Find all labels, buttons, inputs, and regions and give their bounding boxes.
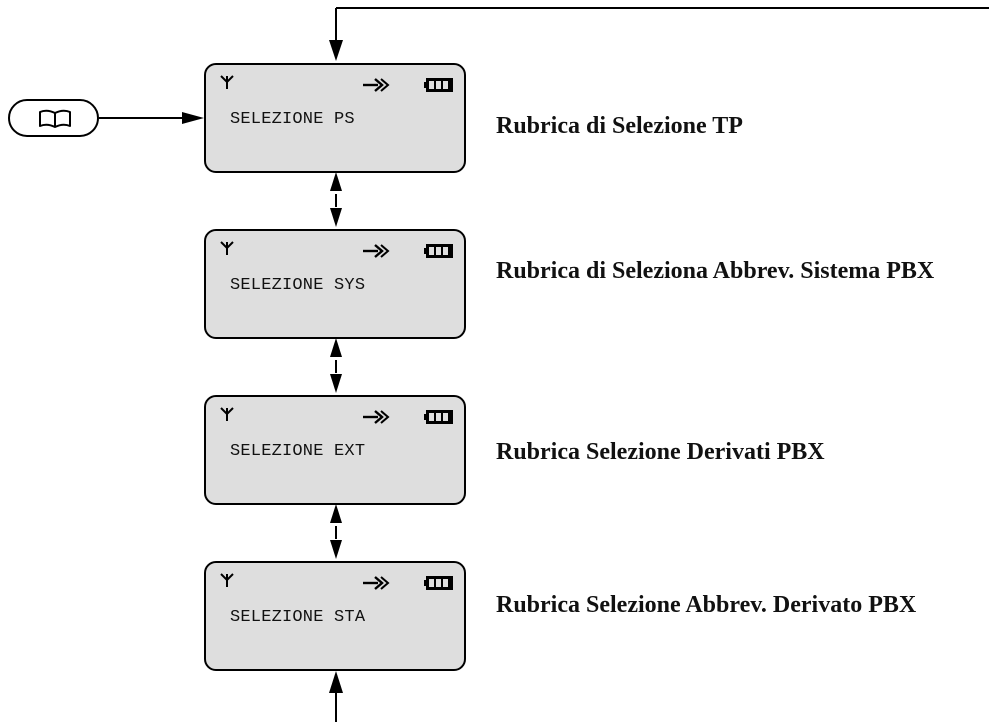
loop-back-connector [329, 7, 989, 61]
bidirectional-arrow-1 [330, 172, 342, 227]
forward-arrow-icon [363, 410, 390, 424]
forward-arrow-icon [363, 244, 390, 258]
antenna-icon [220, 573, 234, 587]
lcd-screen-sys: SELEZIONE SYS [204, 229, 466, 339]
status-bar [206, 231, 464, 271]
status-bar [206, 65, 464, 105]
bidirectional-arrow-2 [330, 338, 342, 393]
antenna-icon [220, 241, 234, 255]
lcd-screen-ps: SELEZIONE PS [204, 63, 466, 173]
lcd-screen-ext: SELEZIONE EXT [204, 395, 466, 505]
battery-icon [424, 576, 453, 590]
antenna-icon [220, 407, 234, 421]
antenna-icon [220, 75, 234, 89]
lcd-text: SELEZIONE SYS [230, 276, 366, 295]
status-bar [206, 563, 464, 603]
phonebook-icon [39, 109, 71, 128]
battery-icon [424, 410, 453, 424]
lcd-text: SELEZIONE STA [230, 608, 366, 627]
battery-icon [424, 244, 453, 258]
screen-description: Rubrica Selezione Derivati PBX [496, 439, 825, 465]
bidirectional-arrow-3 [330, 504, 342, 559]
screen-description: Rubrica di Selezione TP [496, 113, 743, 139]
lcd-text: SELEZIONE EXT [230, 442, 366, 461]
lcd-text: SELEZIONE PS [230, 110, 355, 129]
battery-icon [424, 78, 453, 92]
forward-arrow-icon [363, 78, 390, 92]
phonebook-key[interactable] [8, 99, 99, 137]
screen-description: Rubrica di Seleziona Abbrev. Sistema PBX [496, 258, 935, 284]
entry-arrow [99, 112, 204, 124]
forward-arrow-icon [363, 576, 390, 590]
lcd-screen-sta: SELEZIONE STA [204, 561, 466, 671]
status-bar [206, 397, 464, 437]
loop-bottom-connector [329, 671, 343, 722]
screen-description: Rubrica Selezione Abbrev. Derivato PBX [496, 592, 917, 618]
